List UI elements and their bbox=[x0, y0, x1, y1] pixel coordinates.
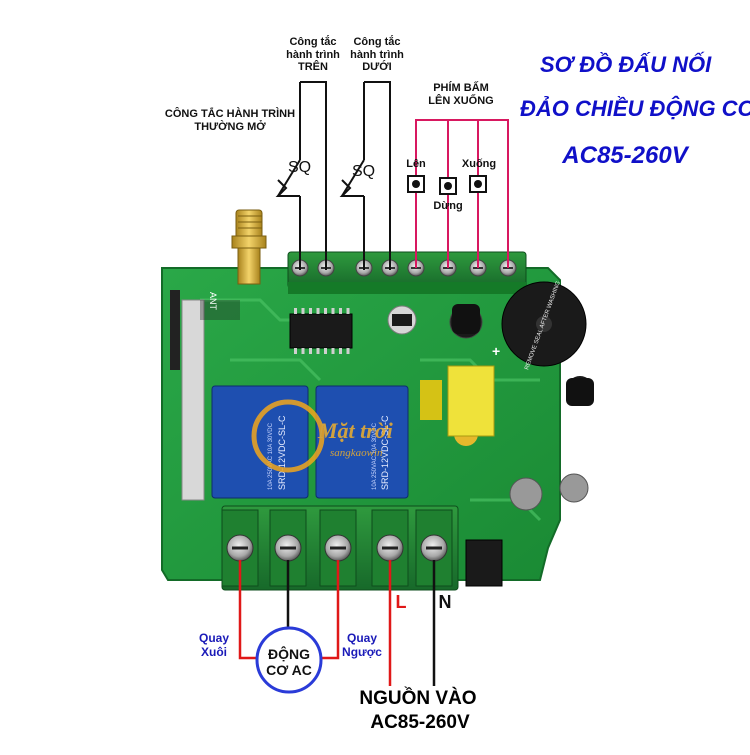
buttons-header-line2: LÊN XUỐNG bbox=[428, 94, 494, 107]
terminal-l-label: L bbox=[395, 592, 407, 612]
motor-symbol bbox=[255, 626, 323, 694]
transformer bbox=[420, 365, 495, 437]
top-switch-line1: Công tắc bbox=[289, 36, 337, 48]
forward-line2: Xuôi bbox=[201, 644, 227, 659]
button-down-label: Xuống bbox=[461, 158, 497, 170]
ic-pin bbox=[294, 348, 297, 354]
capacitors bbox=[387, 304, 594, 511]
top-terminal-block bbox=[287, 251, 527, 294]
forward-line1: Quay bbox=[198, 631, 229, 645]
bottom-switch-line1: Công tắc bbox=[353, 36, 401, 48]
motor-line1: ĐỘNG bbox=[268, 646, 310, 662]
bottom-terminal-screw bbox=[319, 509, 357, 587]
button-wires bbox=[415, 119, 509, 268]
diagram-title-line3: AC85-260V bbox=[562, 142, 688, 169]
limit-switch-wires bbox=[275, 81, 391, 270]
nc-switch-label: CÔNG TẮC HÀNH TRÌNH THƯỜNG MỞ bbox=[158, 108, 302, 133]
ic-pin bbox=[331, 348, 335, 354]
relay-2-rating: 10A 250VAC 10A 30VDC bbox=[372, 422, 378, 490]
ic-pin bbox=[339, 348, 342, 354]
bottom-terminal-screw bbox=[221, 509, 259, 587]
ic-pin bbox=[309, 348, 312, 354]
bottom-switch-line3: DƯỚI bbox=[362, 61, 392, 74]
ic-pin bbox=[301, 308, 305, 314]
power-input-line2: AC85-260V bbox=[370, 712, 470, 733]
top-switch-label: Công tắc hành trình TRÊN bbox=[282, 36, 344, 74]
buttons-header: PHÍM BẤM LÊN XUỐNG bbox=[418, 82, 504, 107]
button-up-label: Lên bbox=[406, 158, 426, 170]
watermark-line1: Mặt trời bbox=[317, 418, 394, 443]
ic-pin bbox=[324, 308, 327, 314]
ic-chip bbox=[289, 308, 353, 354]
button-symbols bbox=[407, 175, 487, 195]
reverse-label: Quay Ngược bbox=[334, 631, 390, 660]
antenna-connector bbox=[231, 209, 267, 285]
watermark-logo: Mặt trời sangkaowin bbox=[251, 399, 394, 473]
bottom-switch-line2: hành trình bbox=[350, 48, 404, 61]
ic-pin bbox=[324, 348, 327, 354]
sq-left: SQ bbox=[288, 159, 311, 176]
sq-right: SQ bbox=[352, 163, 375, 180]
ic-pin bbox=[346, 348, 350, 354]
ic-pin bbox=[346, 308, 350, 314]
motor-wires bbox=[238, 560, 436, 686]
plus-mark: + bbox=[492, 343, 500, 359]
relay-2: SRD-12VDC-SL-C 10A 250VAC 10A 30VDC bbox=[315, 385, 409, 499]
diagram-title-line2: ĐẢO CHIỀU ĐỘNG CƠ bbox=[520, 96, 750, 121]
dc-jack bbox=[465, 539, 503, 587]
forward-label: Quay Xuôi bbox=[186, 631, 242, 660]
buzzer: REMOVE SEAL AFTER WASHING bbox=[501, 280, 587, 371]
ic-pin bbox=[331, 308, 335, 314]
motor-line2: CƠ AC bbox=[266, 662, 312, 679]
ic-pin bbox=[316, 308, 320, 314]
bottom-switch-label: Công tắc hành trình DƯỚI bbox=[346, 36, 408, 74]
power-input-line1: NGUỒN VÀO bbox=[359, 688, 477, 709]
ic-pin bbox=[316, 348, 320, 354]
relay-1-rating: 10A 250VAC 10A 30VDC bbox=[268, 422, 274, 490]
motor-label: ĐỘNG CƠ AC bbox=[258, 646, 320, 678]
relay-2-text: SRD-12VDC-SL-C bbox=[380, 415, 390, 490]
bottom-terminal-screw bbox=[269, 509, 307, 587]
diagram-title-line1: SƠ ĐỒ ĐẤU NỐI bbox=[540, 52, 712, 77]
nc-switch-line2: THƯỜNG MỞ bbox=[194, 120, 266, 133]
nc-switch-line1: CÔNG TẮC HÀNH TRÌNH bbox=[164, 108, 296, 120]
button-stop-label: Dừng bbox=[433, 200, 463, 212]
bottom-terminal-block bbox=[221, 505, 459, 591]
relay-1-text: SRD-12VDC-SL-C bbox=[277, 415, 287, 490]
ic-pin bbox=[301, 348, 305, 354]
ic-pin bbox=[294, 308, 297, 314]
reverse-line2: Ngược bbox=[342, 644, 382, 659]
watermark-line2: sangkaowin bbox=[330, 447, 383, 459]
reverse-line1: Quay bbox=[346, 631, 377, 645]
ic-pin bbox=[339, 308, 342, 314]
ant-label: ANT bbox=[208, 292, 218, 311]
buttons-header-line1: PHÍM BẤM bbox=[433, 82, 489, 94]
top-switch-line3: TRÊN bbox=[298, 61, 328, 74]
ic-pin bbox=[309, 308, 312, 314]
terminal-n-label: N bbox=[438, 592, 452, 612]
top-switch-line2: hành trình bbox=[286, 48, 340, 61]
